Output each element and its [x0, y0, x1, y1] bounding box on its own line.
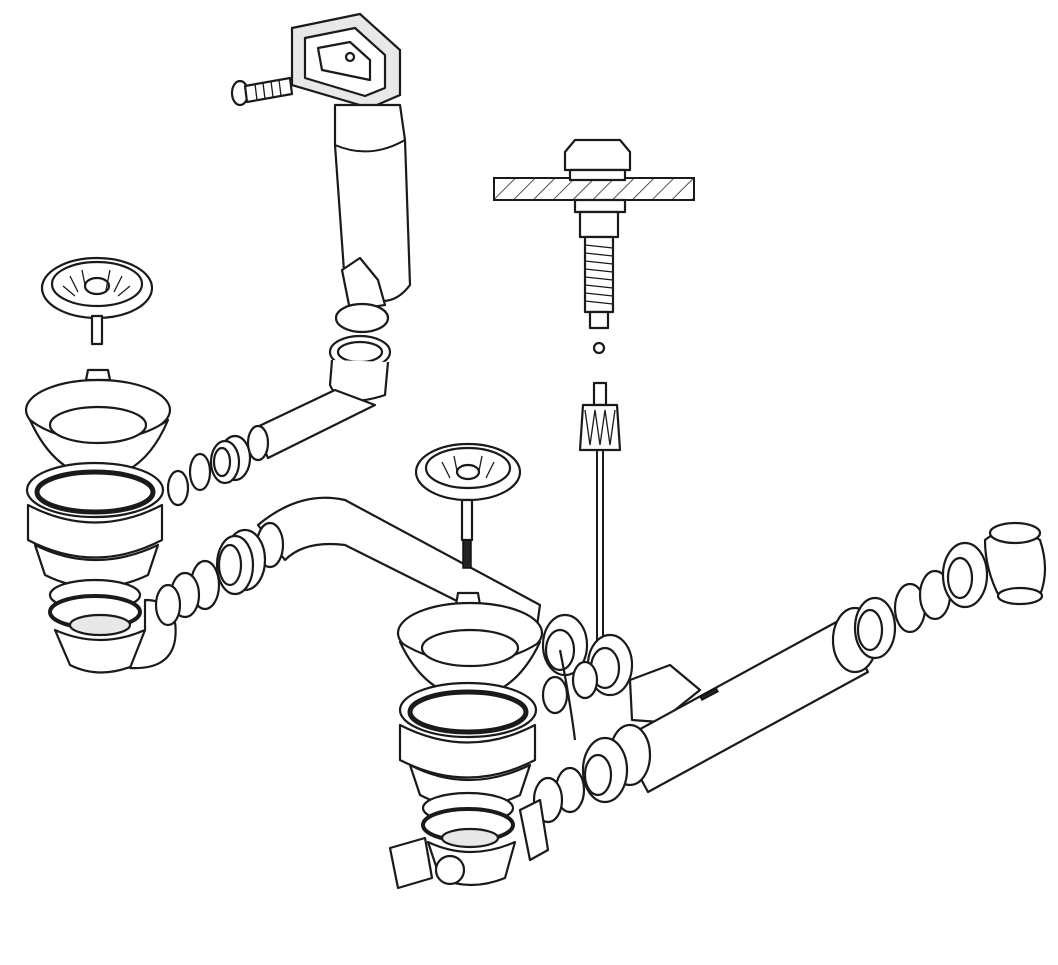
right-strainer-body	[388, 601, 544, 890]
overflow-tube	[333, 103, 412, 334]
countertop-section	[493, 177, 695, 201]
right-connector-nuts	[541, 613, 702, 724]
left-strainer-basket	[40, 256, 154, 346]
popup-button	[563, 138, 632, 330]
overflow-flange	[290, 12, 402, 110]
lower-connector-nuts	[518, 649, 652, 862]
right-strainer-basket	[414, 442, 522, 569]
flange-screw	[230, 76, 294, 107]
overflow-elbow-pipe	[246, 334, 392, 462]
outlet-elbow	[983, 521, 1047, 606]
popup-cable	[578, 341, 622, 645]
overflow-nut-and-washers	[166, 434, 252, 507]
left-strainer-body	[24, 378, 177, 674]
connecting-pipe-nuts	[154, 528, 267, 627]
right-tee-pipe	[618, 541, 989, 794]
